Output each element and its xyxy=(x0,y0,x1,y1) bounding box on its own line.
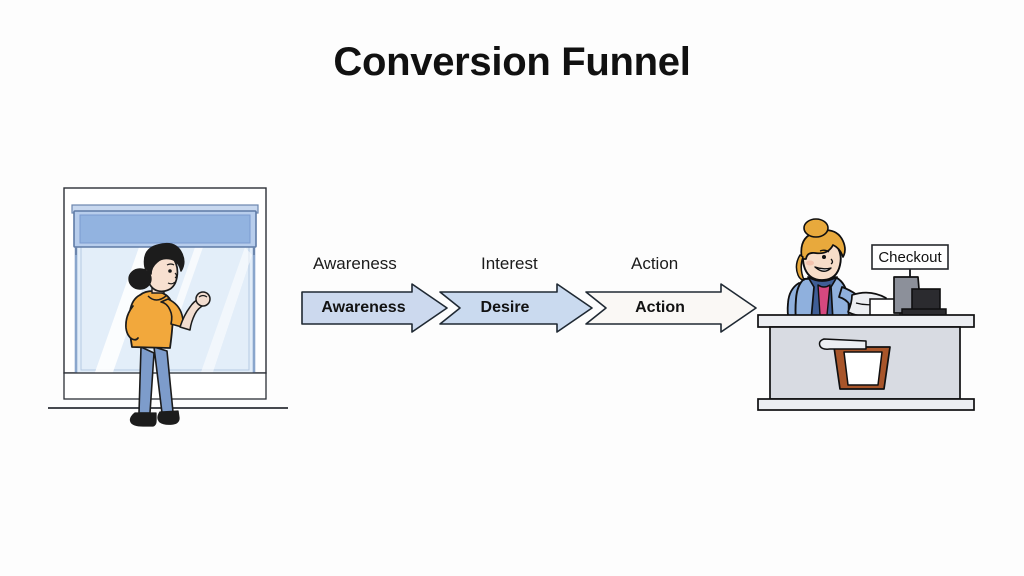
funnel-arrow-awareness[interactable]: Awareness xyxy=(301,283,448,333)
shopper-leg-back xyxy=(138,346,155,414)
funnel-arrow-desire[interactable]: Desire xyxy=(439,283,593,333)
shop-window-illustration xyxy=(48,187,288,427)
cashier-smile xyxy=(814,266,832,272)
shopping-basket-icon xyxy=(818,338,891,390)
shopper-arm-right-sleeve xyxy=(160,298,184,328)
funnel-arrow-action[interactable]: Action xyxy=(585,283,757,333)
shop-awning-panel xyxy=(79,214,251,244)
cashier-hair-bun xyxy=(803,218,829,238)
stage-label-2: Action xyxy=(631,254,679,273)
shopper-hair-bun xyxy=(128,268,152,290)
shopper-hand xyxy=(195,291,211,307)
shopper-nose xyxy=(174,272,178,279)
cashier-cheek xyxy=(806,260,814,266)
basket-inner xyxy=(843,351,883,386)
shopper-brow xyxy=(166,263,175,266)
page-title: Conversion Funnel xyxy=(333,40,691,84)
cashier-eye xyxy=(822,255,826,259)
checkout-sign-label: Checkout xyxy=(878,249,942,266)
shopper-hair xyxy=(143,242,185,275)
stage-label-0: Awareness xyxy=(313,254,397,273)
shopper-arm-left xyxy=(125,305,139,341)
cashier-hair-side xyxy=(795,254,805,281)
counter-base xyxy=(757,398,975,411)
basket-handle xyxy=(818,338,867,350)
shopper-mouth xyxy=(167,281,176,285)
shopper-figure xyxy=(125,242,211,427)
checkout-sign: Checkout xyxy=(871,244,949,270)
stage-label-1: Interest xyxy=(481,254,538,273)
checkout-sign-box xyxy=(871,244,949,270)
shopper-collar xyxy=(147,295,167,301)
arrow-shape[interactable] xyxy=(585,283,757,333)
shopper-shoe-back xyxy=(129,412,157,427)
shopper-hand-detail xyxy=(198,294,208,298)
shopper-shoe-front xyxy=(157,410,180,425)
checkout-illustration: Checkout xyxy=(757,218,975,411)
cashier-nose xyxy=(830,258,834,265)
cashier-figure xyxy=(786,218,869,326)
arrow-shape[interactable] xyxy=(439,283,593,333)
counter-top xyxy=(757,314,975,328)
arrow-shape[interactable] xyxy=(301,283,448,333)
shopper-eye xyxy=(168,269,172,273)
cashier-brow xyxy=(819,249,830,253)
